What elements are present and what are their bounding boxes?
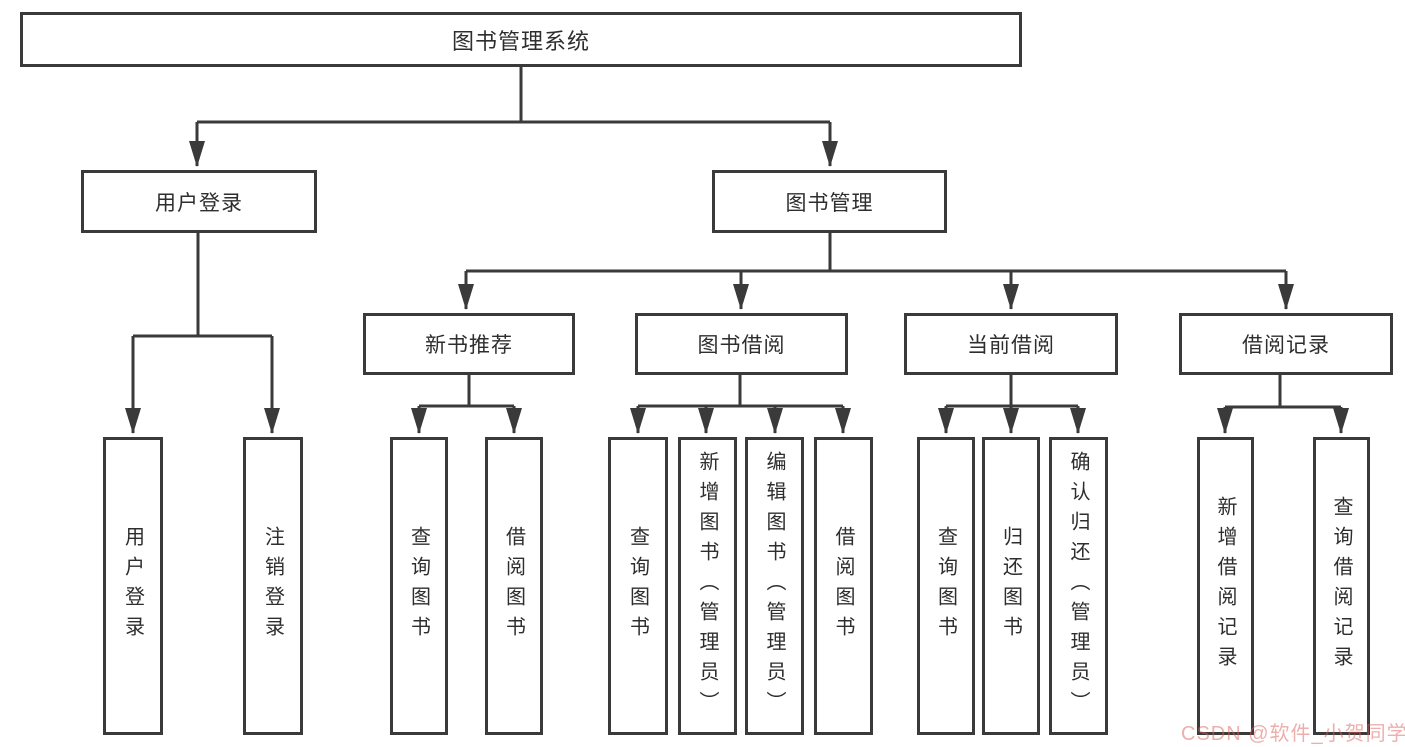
- leaf-user-login: 用户登录: [103, 437, 163, 735]
- leaf-current-return-books: 归还图书: [982, 437, 1040, 735]
- csdn-watermark: CSDN @软件_小贺同学: [1181, 723, 1405, 745]
- leaf-records-query-record: 查询借阅记录: [1313, 437, 1370, 735]
- leaf-borrow-borrow-books: 借阅图书: [814, 437, 873, 735]
- leaf-logout: 注销登录: [243, 437, 303, 735]
- node-user-login: 用户登录: [81, 170, 317, 233]
- node-book-manage: 图书管理: [712, 170, 947, 233]
- leaf-borrow-add-books-admin: 新增图书（管理员）: [678, 437, 737, 735]
- leaf-borrow-edit-books-admin: 编辑图书（管理员）: [745, 437, 804, 735]
- node-book-borrow: 图书借阅: [635, 313, 848, 375]
- connector-newbook-split: [419, 375, 514, 408]
- connector-root-split: [197, 66, 830, 124]
- node-borrow-records: 借阅记录: [1179, 313, 1393, 375]
- connector-login-split: [133, 233, 272, 338]
- leaf-newbook-query-books: 查询图书: [390, 437, 448, 735]
- leaf-borrow-query-books: 查询图书: [608, 437, 668, 735]
- leaf-current-query-books: 查询图书: [917, 437, 975, 735]
- connector-current-split: [946, 375, 1078, 408]
- leaf-newbook-borrow-books: 借阅图书: [485, 437, 543, 735]
- connector-manage-split: [466, 233, 1286, 273]
- node-root-system: 图书管理系统: [20, 12, 1022, 67]
- leaf-current-confirm-return-admin: 确认归还（管理员）: [1049, 437, 1108, 735]
- connector-records-split: [1225, 375, 1341, 409]
- node-new-book-recommend: 新书推荐: [363, 313, 575, 375]
- connector-borrow-split: [638, 375, 843, 408]
- node-current-borrow: 当前借阅: [904, 313, 1118, 375]
- leaf-records-add-record: 新增借阅记录: [1197, 437, 1254, 735]
